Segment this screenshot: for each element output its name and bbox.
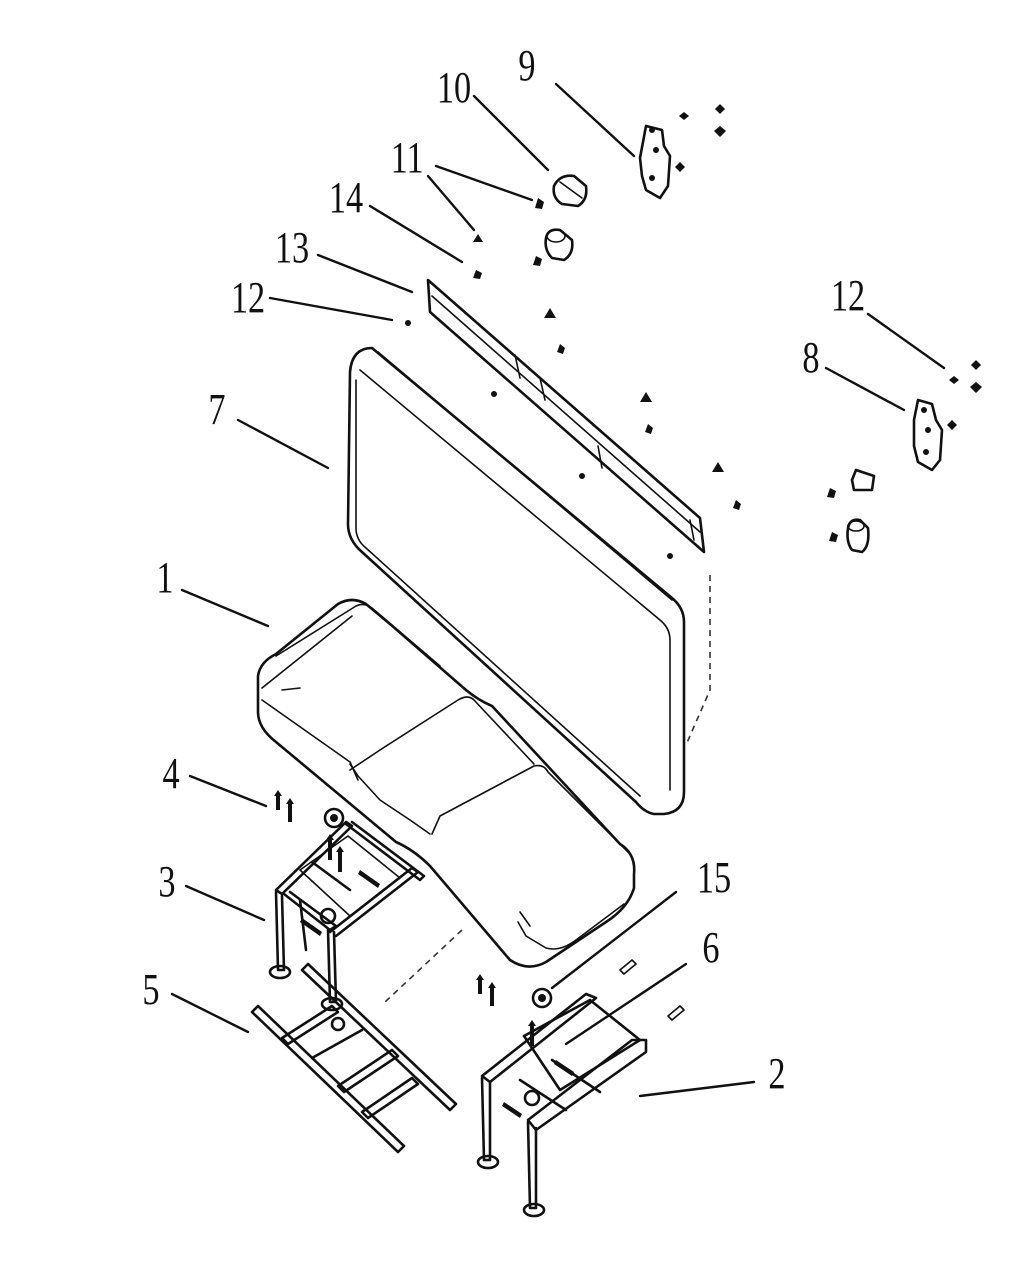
callout-15: 15 [697,853,731,902]
seat-cushion-part-1 [256,598,636,968]
backrest-part-7 [346,346,686,816]
clips-part-6 [619,959,685,1021]
callout-1: 1 [156,553,173,602]
callout-3: 3 [158,857,175,906]
left-frame-part-3 [268,820,426,1012]
knobs-part-15 [323,807,553,1009]
callout-11: 11 [391,133,424,182]
leader-lines [170,82,946,1098]
bracket-part-9 [638,104,726,200]
bracket-part-8 [827,360,982,554]
hinge-clamp-part-11 [473,228,574,279]
hinge-clamp-part-10 [535,174,588,209]
callout-2: 2 [768,1049,785,1098]
callout-7: 7 [208,385,225,434]
callout-9: 9 [518,41,535,90]
frame-alignment-dash [384,929,463,1003]
callout-6: 6 [702,923,719,972]
rail-hardware [405,308,741,559]
callout-12-left: 12 [231,273,265,322]
right-frame-part-2 [476,992,648,1218]
callout-4: 4 [162,749,179,798]
callout-10: 10 [437,63,471,112]
callout-14: 14 [329,173,364,222]
base-frame-part-5 [250,962,458,1154]
bolts-part-4 [274,790,536,1046]
backrest-alignment-dash [685,575,711,746]
callout-12-right: 12 [831,271,865,320]
callout-8: 8 [802,333,819,382]
callout-labels: 9 10 11 14 13 12 7 1 4 3 5 15 6 2 12 8 [142,41,865,1098]
mounting-rail-part-13 [426,278,706,554]
callout-13: 13 [275,223,309,272]
callout-5: 5 [142,965,159,1014]
